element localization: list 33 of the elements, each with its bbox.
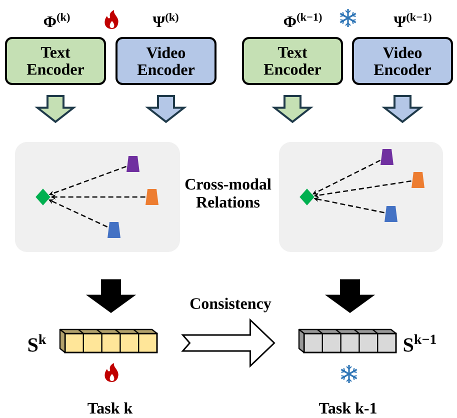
trapezoid-marker xyxy=(146,189,158,205)
symbol-label: Ψ$^{(k)}$ xyxy=(152,13,178,28)
symbol-label: S$^{k}$ xyxy=(28,334,46,352)
feature-bar xyxy=(298,328,397,354)
block-arrow xyxy=(382,95,424,124)
relation-panel xyxy=(279,142,443,252)
trapezoid-marker xyxy=(126,156,140,172)
block-arrow xyxy=(145,95,187,124)
symbol-label: Φ$^{(k)}$ xyxy=(44,13,70,28)
feature-bar xyxy=(59,328,158,354)
symbol-label: Φ$^{(k−1)}$ xyxy=(284,13,322,28)
trapezoid-marker xyxy=(412,172,424,188)
task-label: Task k xyxy=(88,402,133,414)
symbol-label: Ψ$^{(k−1)}$ xyxy=(394,13,432,28)
hollow-arrow xyxy=(181,318,276,368)
task-label: Task k-1 xyxy=(318,402,376,414)
trapezoid-marker xyxy=(380,149,394,165)
trapezoid-marker xyxy=(384,206,398,222)
edge-label: Consistency xyxy=(188,296,272,314)
block-arrow xyxy=(324,279,376,313)
block-arrow xyxy=(272,95,314,124)
relation-panel xyxy=(15,142,180,252)
encoder-box: Text Encoder xyxy=(5,37,106,85)
diamond-marker xyxy=(36,188,50,206)
block-arrow xyxy=(34,95,76,124)
encoder-box: Video Encoder xyxy=(116,37,216,85)
encoder-box: Video Encoder xyxy=(352,37,453,85)
block-arrow xyxy=(86,279,136,313)
encoder-box: Text Encoder xyxy=(242,37,343,85)
trapezoid-marker xyxy=(108,222,120,238)
relation-label: Cross-modal Relations xyxy=(185,178,272,208)
symbol-label: S$^{k−1}$ xyxy=(404,334,436,352)
diamond-marker xyxy=(300,188,314,206)
